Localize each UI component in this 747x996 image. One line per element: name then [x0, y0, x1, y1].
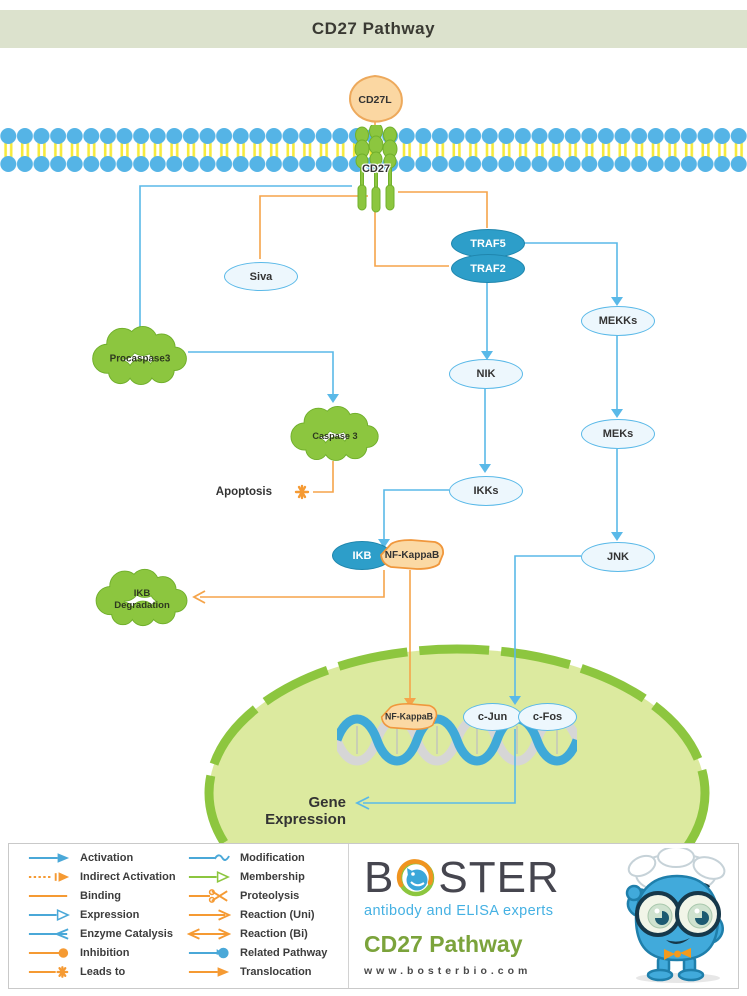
legend-item-enzyme-catalysis: Enzyme Catalysis [27, 927, 176, 940]
gene-expression-label: Gene Expression [265, 794, 346, 828]
node-nik: NIK [449, 359, 523, 389]
page-title: CD27 Pathway [311, 19, 436, 38]
mascot-monster [625, 848, 726, 983]
activation-icon [28, 852, 70, 863]
brand-block: B STER antibody and ELISA experts CD27 P… [364, 853, 614, 978]
reaction-uni-icon [188, 908, 231, 921]
brand-website: www.bosterbio.com [364, 965, 532, 977]
node-ikks: IKKs [449, 476, 523, 506]
node-nfkappab: NF-KappaB [380, 539, 444, 570]
node-jnk: JNK [581, 542, 655, 572]
svg-text:CD27L: CD27L [358, 94, 392, 106]
svg-text:NF-KappaB: NF-KappaB [385, 712, 433, 722]
cd27-label: CD27 [361, 163, 391, 175]
legend-item-membership: Membership [187, 870, 327, 883]
legend-item-inhibition: Inhibition [27, 946, 176, 959]
membership-icon [188, 870, 230, 883]
legend-item-reaction-bi: Reaction (Bi) [187, 927, 327, 940]
translocation-icon [188, 966, 230, 977]
legend-divider [348, 844, 349, 988]
legend-item-binding: Binding [27, 889, 176, 902]
enzyme-catalysis-icon [28, 927, 69, 940]
legend-item-translocation: Translocation [187, 965, 327, 978]
svg-text:Degradation: Degradation [114, 600, 170, 611]
node-siva: Siva [224, 262, 298, 291]
cd27l-ligand: CD27L [349, 74, 403, 123]
proteolysis-icon [188, 888, 228, 903]
svg-text:IKB: IKB [134, 588, 151, 599]
legend-item-indirect-activation: Indirect Activation [27, 870, 176, 883]
node-nfkappab-nuclear: NF-KappaB [380, 702, 438, 731]
brand-pathway-name: CD27 Pathway [364, 931, 523, 957]
boster-logo: B STER [364, 853, 560, 902]
reaction-bi-icon [187, 927, 231, 940]
inhibition-icon [28, 947, 69, 958]
indirect-activation-icon [28, 871, 70, 882]
legend-item-proteolysis: Proteolysis [187, 888, 327, 903]
node-ikb-degradation: IKB Degradation [95, 568, 188, 627]
node-cjun: c-Jun [463, 703, 522, 731]
brand-tagline: antibody and ELISA experts [364, 903, 554, 919]
node-caspase3: Caspase 3 [290, 405, 379, 461]
expression-icon [28, 908, 70, 921]
svg-text:NF-KappaB: NF-KappaB [385, 550, 439, 561]
legend-item-activation: Activation [27, 851, 176, 864]
node-mekks: MEKKs [581, 306, 655, 336]
legend-item-leads-to: Leads to [27, 965, 176, 978]
cd27-receptor [354, 125, 398, 213]
boster-logo-o-icon [397, 859, 435, 897]
modification-icon [188, 853, 230, 861]
legend-item-modification: Modification [187, 851, 327, 864]
node-meks: MEKs [581, 419, 655, 449]
node-traf5: TRAF5 [451, 229, 525, 258]
leads-to-icon [28, 965, 69, 978]
legend-item-expression: Expression [27, 908, 176, 921]
svg-text:Caspase 3: Caspase 3 [312, 431, 357, 441]
apoptosis-label: Apoptosis [215, 486, 272, 498]
apoptosis-star-icon [294, 484, 310, 500]
svg-text:Procaspase3: Procaspase3 [110, 354, 171, 365]
node-procaspase3: Procaspase3 [92, 325, 187, 385]
node-traf2: TRAF2 [451, 254, 525, 283]
title-bar: CD27 Pathway [0, 10, 747, 48]
binding-icon [28, 894, 68, 897]
related-pathway-icon [188, 947, 229, 958]
node-cfos: c-Fos [518, 703, 577, 731]
legend-item-reaction-uni: Reaction (Uni) [187, 908, 327, 921]
legend-item-related-pathway: Related Pathway [187, 946, 327, 959]
